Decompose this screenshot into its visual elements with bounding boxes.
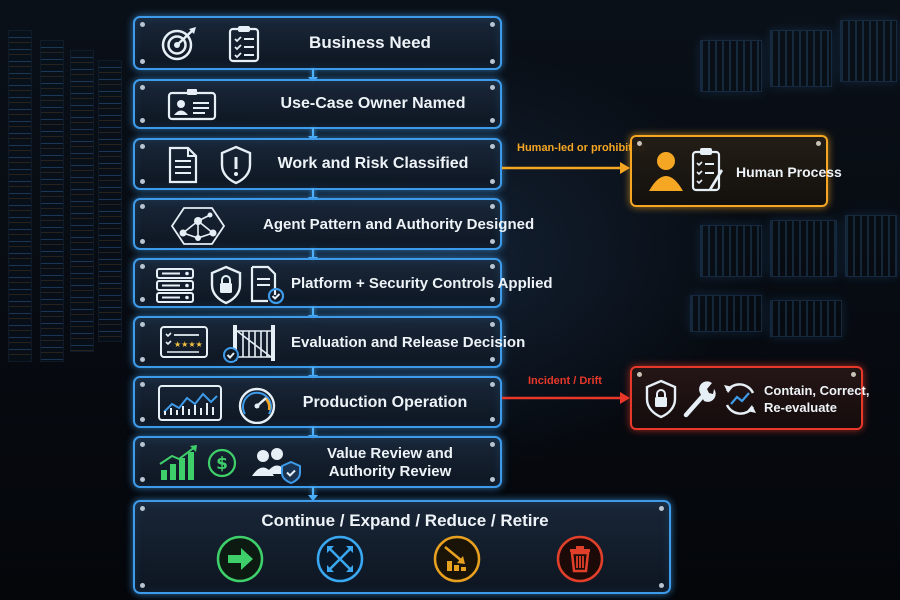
step-agent-pattern[interactable]: Agent Pattern and Authority Designed	[133, 198, 535, 250]
wrench-icon	[683, 381, 716, 418]
reevaluate-cycle-icon	[724, 383, 756, 415]
step-label-line1: Value Review and	[327, 445, 453, 462]
final-decision-panel[interactable]: Continue / Expand / Reduce / Retire	[133, 500, 671, 594]
shield-lock-icon	[210, 265, 242, 305]
network-hexagon-icon	[170, 207, 226, 245]
shield-lock-icon	[645, 379, 677, 419]
step-platform-security[interactable]: Platform + Security Controls Applied	[133, 258, 553, 308]
human-process-box[interactable]: Human Process	[630, 135, 842, 207]
document-check-icon	[250, 265, 285, 305]
background-monitor	[700, 225, 762, 277]
person-icon	[649, 152, 683, 191]
step-label-line2: Authority Review	[328, 463, 452, 480]
flow-arrow	[308, 487, 318, 502]
background-monitor	[770, 300, 842, 337]
trash-icon[interactable]	[555, 534, 605, 584]
step-evaluation-release[interactable]: ★★★★ Evaluation and Release Decision	[133, 316, 526, 368]
contain-correct-label-line2: Re-evaluate	[764, 400, 837, 415]
step-label: Platform + Security Controls Applied	[291, 275, 553, 292]
svg-text:★★★★: ★★★★	[174, 340, 203, 349]
target-icon	[161, 27, 196, 61]
step-label: Production Operation	[302, 394, 468, 411]
checklist-icon	[228, 26, 260, 63]
step-label: Business Need	[309, 33, 431, 52]
incident-branch-label: Incident / Drift	[528, 375, 602, 387]
background-monitor	[770, 30, 832, 87]
step-label: Work and Risk Classified	[277, 155, 469, 172]
background-monitor	[690, 295, 762, 332]
rating-checklist-icon: ★★★★	[160, 326, 208, 358]
gauge-icon	[238, 387, 276, 424]
expand-icon[interactable]	[315, 534, 365, 584]
arrow-right-icon[interactable]	[215, 534, 265, 584]
document-icon	[168, 146, 198, 184]
step-value-authority-review[interactable]: $ Value Review and Authority Review	[133, 436, 502, 488]
step-production-operation[interactable]: Production Operation	[133, 376, 502, 428]
step-business-need[interactable]: Business Need	[133, 16, 502, 70]
step-use-case-owner[interactable]: Use-Case Owner Named	[133, 79, 502, 129]
human-branch-arrow	[502, 162, 630, 174]
dollar-icon: $	[207, 448, 237, 478]
background-monitor	[770, 220, 837, 277]
contain-correct-box[interactable]: Contain, Correct, Re-evaluate	[630, 366, 870, 430]
id-card-icon	[167, 89, 217, 121]
users-shield-icon	[252, 448, 301, 484]
svg-text:$: $	[216, 454, 228, 474]
human-process-label: Human Process	[736, 164, 842, 180]
shield-alert-icon	[220, 145, 252, 185]
server-icon	[156, 268, 194, 303]
reduce-chart-icon[interactable]	[432, 534, 482, 584]
clipboard-check-icon	[691, 148, 723, 192]
incident-branch-arrow	[502, 392, 630, 404]
background-monitor	[845, 215, 897, 277]
server-rack	[98, 60, 122, 342]
gate-check-icon	[223, 325, 275, 363]
server-rack	[8, 30, 32, 362]
server-rack	[40, 40, 64, 362]
analytics-chart-icon	[158, 385, 222, 421]
background-monitor	[700, 40, 762, 92]
step-label: Agent Pattern and Authority Designed	[263, 216, 535, 233]
final-decision-label: Continue / Expand / Reduce / Retire	[261, 511, 549, 530]
contain-correct-label-line1: Contain, Correct,	[764, 383, 870, 398]
human-branch-label: Human-led or prohibited	[517, 142, 645, 154]
background-monitor	[840, 20, 897, 82]
server-rack	[70, 50, 94, 352]
step-label: Use-Case Owner Named	[280, 95, 466, 112]
step-work-risk-classified[interactable]: Work and Risk Classified	[133, 138, 502, 190]
growth-chart-icon	[159, 445, 197, 480]
step-label: Evaluation and Release Decision	[291, 334, 526, 351]
